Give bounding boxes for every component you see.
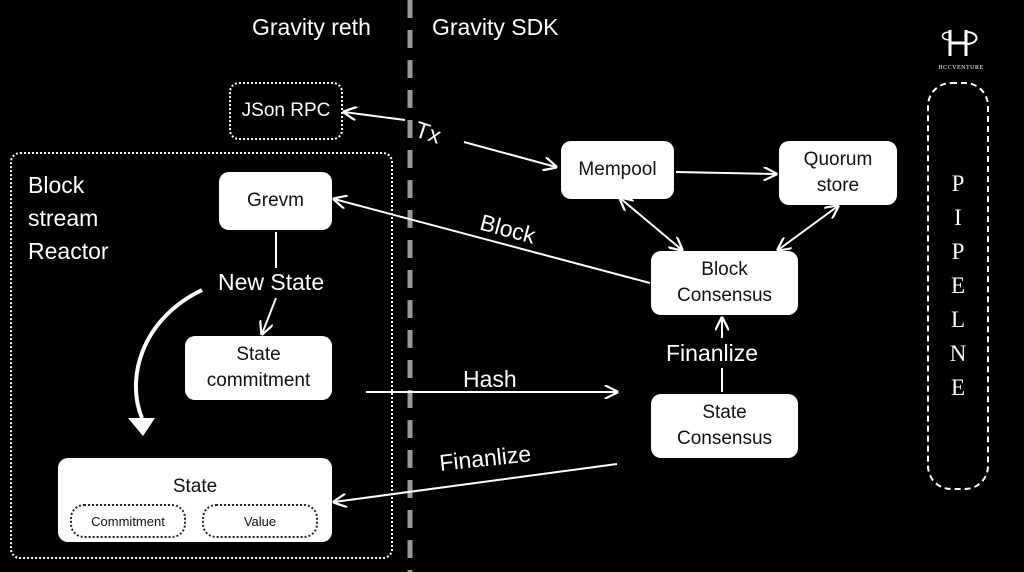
node-quorum-store-line-2: store [816, 175, 860, 196]
pipeline-letter-4: E [950, 273, 966, 298]
node-state-consensus: State Consensus [651, 394, 798, 458]
node-block-consensus-line-1: Block [701, 259, 748, 281]
node-state-commitment-line-1: State [236, 344, 281, 366]
edge-mempool-quorum [675, 172, 776, 174]
node-json-rpc-label: JSon RPC [241, 100, 331, 121]
group-block-stream-reactor [10, 152, 393, 559]
edge-mempool-consensus [620, 198, 682, 250]
edge-rpc-tx [344, 112, 406, 121]
edge-label-new-state: New State [218, 269, 325, 295]
node-quorum-store-line-1: Quorum [803, 149, 873, 171]
node-grevm: Grevm [219, 172, 332, 230]
edge-curve-state [134, 288, 203, 419]
node-state-commitment: State commitment [185, 336, 332, 400]
pipeline-letter-7: E [950, 375, 966, 400]
node-quorum-store: Quorum store [779, 141, 897, 205]
edge-newstate-commitment [262, 297, 277, 334]
node-state-commitment-line-2: commitment [206, 370, 311, 391]
logo: HCCVENTURE [936, 26, 986, 71]
node-state-consensus-line-2: Consensus [676, 428, 773, 449]
edge-label-hash: Hash [463, 366, 517, 392]
field-commitment: Commitment [70, 504, 186, 538]
group-label-line-3: Reactor [28, 238, 109, 264]
pipeline-letter-1: P [951, 171, 965, 196]
pipeline-letter-2: I [954, 205, 962, 230]
node-mempool: Mempool [561, 141, 674, 199]
group-pipeline: P I P E L N E [927, 82, 989, 490]
node-block-consensus-line-2: Consensus [676, 285, 773, 306]
node-json-rpc: JSon RPC [229, 82, 343, 140]
field-value: Value [202, 504, 318, 538]
edge-label-finalize-up: Finanlize [666, 340, 759, 366]
edge-quorum-consensus [778, 206, 838, 250]
edge-block-grevm [334, 199, 651, 284]
field-commitment-label: Commitment [91, 513, 165, 529]
edge-curve-state-head [128, 418, 155, 436]
group-label-line-1: Block [28, 172, 85, 198]
header-gravity-sdk: Gravity SDK [432, 14, 559, 40]
edge-finalize-back [334, 463, 618, 502]
group-label-line-2: stream [28, 205, 99, 231]
field-value-label: Value [243, 513, 277, 529]
pipeline-letter-6: N [949, 341, 967, 366]
pipeline-letter-5: L [950, 307, 966, 332]
pipeline-letter-3: P [951, 239, 965, 264]
logo-mark-icon [941, 30, 978, 56]
edge-tx-mempool [463, 141, 556, 167]
node-block-consensus: Block Consensus [651, 251, 798, 315]
node-grevm-label: Grevm [247, 190, 304, 212]
node-state-label: State [172, 476, 218, 497]
header-gravity-reth: Gravity reth [252, 14, 371, 40]
node-mempool-label: Mempool [578, 159, 657, 181]
logo-text: HCCVENTURE [938, 65, 984, 71]
node-state-consensus-line-1: State [702, 402, 747, 424]
